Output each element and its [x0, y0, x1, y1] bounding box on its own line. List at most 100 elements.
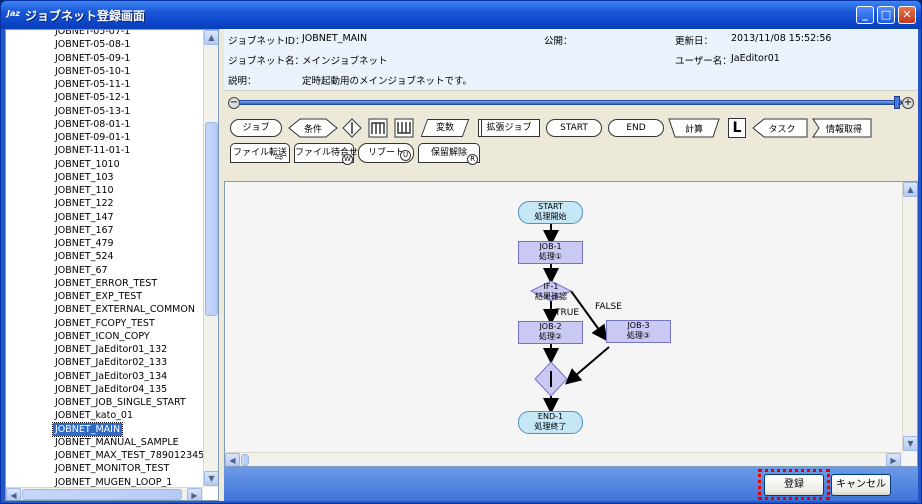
list-item[interactable]: JOBNET_EXTERNAL_COMMON — [55, 304, 195, 316]
register-button[interactable]: 登録 — [764, 474, 824, 496]
palette-file-transfer-label: ファイル転送 — [232, 148, 287, 158]
list-item[interactable]: JOBNET_524 — [55, 251, 114, 263]
scroll-down-icon[interactable]: ▼ — [204, 471, 218, 486]
user-label: ユーザー名： — [675, 56, 732, 67]
palette-parallel-end-icon[interactable] — [394, 118, 414, 138]
list-item[interactable]: JOBNET-08-01-1 — [55, 118, 131, 130]
list-item[interactable]: JOBNET_JOB_SINGLE_START — [55, 397, 186, 408]
flow-true-label: TRUE — [554, 308, 579, 318]
palette-parallel-start-icon[interactable] — [368, 118, 388, 138]
palette-calc[interactable]: 計算 — [668, 118, 720, 138]
jobnet-name-value: メインジョブネット — [302, 56, 388, 67]
palette-start[interactable]: START — [546, 119, 602, 137]
zoom-slider[interactable]: − + — [224, 91, 918, 113]
list-item[interactable]: JOBNET_110 — [55, 185, 114, 196]
canvas-hscroll-thumb[interactable] — [241, 454, 249, 466]
palette-info-get[interactable]: 情報取得 — [812, 118, 872, 138]
zoom-slider-handle[interactable] — [894, 96, 900, 109]
scroll-right-icon[interactable]: ▶ — [187, 488, 202, 500]
public-label: 公開： — [544, 36, 573, 47]
list-scroll-thumb[interactable] — [205, 122, 218, 316]
list-item[interactable]: JOBNET_JaEditor01_132 — [55, 344, 168, 355]
list-item[interactable]: JOBNET-05-10-1 — [55, 65, 131, 77]
flow-false-label: FALSE — [595, 302, 622, 312]
flow-job3-node[interactable]: JOB-3 処理③ — [606, 320, 671, 343]
palette-loop-icon[interactable]: L — [728, 118, 746, 138]
list-horizontal-scrollbar[interactable]: ◀ ▶ — [6, 487, 203, 500]
palette-job[interactable]: ジョブ — [230, 119, 282, 137]
title-bar[interactable]: Jaz ジョブネット登録画面 _ □ ✕ — [1, 1, 921, 29]
palette-branch-icon[interactable] — [342, 118, 362, 138]
zoom-out-icon[interactable]: − — [228, 97, 240, 109]
list-item[interactable]: JOBNET_ERROR_TEST — [55, 277, 158, 289]
scroll-up-icon[interactable]: ▲ — [204, 30, 218, 45]
canvas-scroll-right-icon[interactable]: ▶ — [886, 453, 901, 466]
list-item[interactable]: JOBNET_147 — [55, 211, 114, 223]
palette-variable[interactable]: 変数 — [420, 119, 470, 137]
list-item[interactable]: JOBNET-11-01-1 — [55, 145, 131, 157]
palette-end[interactable]: END — [608, 119, 664, 137]
list-item[interactable]: JOBNET_JaEditor04_135 — [55, 383, 168, 395]
flow-end-node[interactable]: END-1 処理終了 — [518, 411, 583, 434]
list-item[interactable]: JOBNET_MUGEN_LOOP_1 — [55, 476, 173, 488]
list-item[interactable]: JOBNET_167 — [55, 224, 114, 236]
canvas-scroll-up-icon[interactable]: ▲ — [903, 182, 917, 197]
palette-reboot-label: リブート — [367, 148, 404, 158]
flow-job2-node[interactable]: JOB-2 処理② — [518, 321, 583, 344]
list-item[interactable]: JOBNET_JaEditor02_133 — [55, 357, 168, 369]
list-item[interactable]: JOBNET_MONITOR_TEST — [55, 463, 170, 475]
zoom-in-icon[interactable]: + — [902, 97, 914, 109]
minimize-button[interactable]: _ — [856, 6, 874, 24]
list-hscroll-thumb[interactable] — [22, 489, 182, 500]
canvas-horizontal-scrollbar[interactable]: ◀ ▶ — [225, 452, 902, 466]
maximize-button[interactable]: □ — [877, 6, 895, 24]
flow-job1-id: JOB-1 — [539, 242, 562, 251]
updated-label: 更新日： — [675, 36, 714, 47]
list-item[interactable]: JOBNET-05-11-1 — [55, 79, 131, 90]
list-item[interactable]: JOBNET_EXP_TEST — [55, 291, 143, 302]
palette-condition[interactable]: 条件 — [288, 118, 338, 138]
list-vertical-scrollbar[interactable]: ▲ ▼ — [203, 30, 218, 487]
list-item[interactable]: JOBNET_103 — [55, 171, 114, 183]
palette-file-transfer[interactable]: ファイル転送⇨ — [230, 143, 290, 164]
canvas-vertical-scrollbar[interactable]: ▲ ▼ — [902, 182, 917, 452]
flow-job2-name: 処理② — [538, 332, 563, 341]
list-item[interactable]: JOBNET_1010 — [55, 158, 120, 170]
palette-hold-release-label: 保留解除 — [430, 148, 467, 158]
palette-task[interactable]: タスク — [752, 118, 808, 138]
list-item[interactable]: JOBNET-05-08-1 — [55, 39, 131, 51]
list-item[interactable]: JOBNET-05-07-1 — [55, 29, 131, 37]
list-item[interactable]: JOBNET-09-01-1 — [55, 132, 131, 143]
list-item[interactable]: JOBNET_ICON_COPY — [55, 330, 150, 342]
flow-if1-diamond[interactable] — [529, 280, 573, 302]
list-item[interactable]: JOBNET_MAX_TEST_7890123456 — [55, 450, 211, 461]
list-item[interactable]: JOBNET_479 — [55, 238, 114, 249]
flow-end-name: 処理終了 — [534, 422, 567, 431]
list-item[interactable]: JOBNET-05-13-1 — [55, 105, 131, 117]
list-item[interactable]: JOBNET_kato_01 — [55, 410, 133, 422]
list-item[interactable]: JOBNET_MANUAL_SAMPLE — [55, 436, 179, 448]
list-item[interactable]: JOBNET_122 — [55, 198, 114, 210]
list-item[interactable]: JOBNET_67 — [55, 264, 108, 276]
cancel-button[interactable]: キャンセル — [831, 474, 891, 496]
scroll-left-icon[interactable]: ◀ — [6, 488, 21, 500]
close-button[interactable]: ✕ — [898, 6, 916, 24]
zoom-slider-track[interactable] — [236, 100, 902, 105]
flow-job1-node[interactable]: JOB-1 処理① — [518, 241, 583, 264]
canvas-scroll-left-icon[interactable]: ◀ — [225, 453, 240, 466]
flow-start-node[interactable]: START 処理開始 — [518, 201, 583, 224]
flow-canvas[interactable]: IF-1 結果確認 TRUE FALSE START 処理開始 JOB-1 処理… — [224, 181, 918, 467]
list-item[interactable]: JOBNET_JaEditor03_134 — [55, 370, 168, 382]
list-item[interactable]: JOBNET-05-09-1 — [55, 52, 131, 64]
list-item[interactable]: JOBNET-05-12-1 — [55, 92, 131, 104]
list-item[interactable]: JOBNET_FCOPY_TEST — [55, 317, 155, 329]
palette-extended-job[interactable]: 拡張ジョブ — [478, 119, 540, 137]
list-item[interactable]: JOBNET_MAIN — [51, 421, 124, 437]
canvas-scroll-down-icon[interactable]: ▼ — [903, 436, 917, 451]
jobnet-info-panel: ジョブネットID： JOBNET_MAIN 公開： 更新日： 2013/11/0… — [224, 29, 918, 91]
flow-if1-name: 結果確認 — [535, 291, 567, 301]
